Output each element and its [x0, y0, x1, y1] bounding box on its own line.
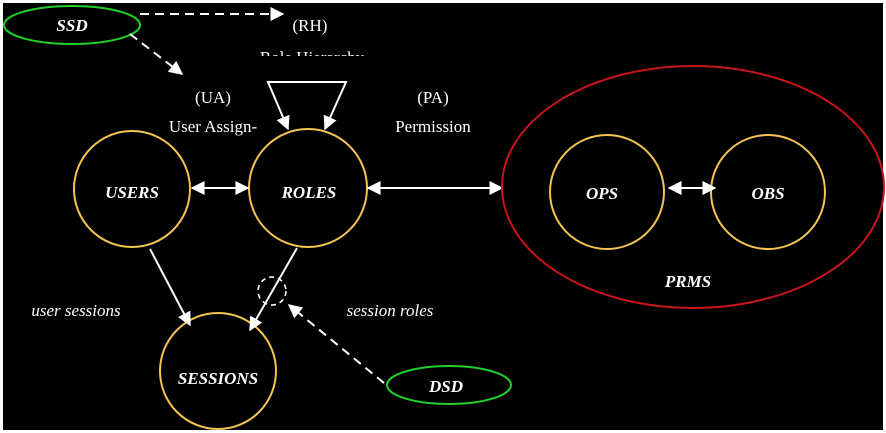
ssd-label: SSD: [56, 16, 87, 35]
users-label: USERS: [105, 183, 159, 202]
ops-node: [549, 134, 665, 250]
prms-label: PRMS: [664, 272, 711, 291]
prms-ellipse: [501, 65, 885, 309]
obs-label: OBS: [751, 184, 784, 203]
diagram-background: [3, 3, 883, 430]
rh-label: Role Hierarchy: [260, 48, 365, 67]
ssd-to-ua-arrow: [129, 33, 184, 75]
pa-label: Permission: [395, 117, 471, 136]
roles-label: ROLES: [281, 183, 337, 202]
ssd-ellipse: [3, 5, 141, 45]
dsd-to-session-roles-arrow: [287, 304, 385, 384]
dsd-constraint-marker: [257, 276, 287, 306]
user-sessions-label: user sessions: [31, 301, 121, 320]
ops-label: OPS: [586, 184, 618, 203]
rh-abbreviation: (RH): [293, 16, 328, 35]
session-roles-arrow: [249, 247, 298, 332]
user-sessions-arrow: [149, 248, 191, 327]
sessions-node: [159, 312, 277, 430]
dsd-ellipse: [386, 365, 512, 405]
ua-abbreviation: (UA): [195, 88, 231, 107]
role-hierarchy-loop: [266, 81, 348, 131]
dsd-label: DSD: [428, 377, 463, 396]
sessions-label: SESSIONS: [178, 369, 258, 388]
pa-abbreviation: (PA): [417, 88, 449, 107]
ua-label: User Assign-: [169, 117, 258, 136]
session-roles-label: session roles: [347, 301, 434, 320]
users-node: [73, 130, 191, 248]
